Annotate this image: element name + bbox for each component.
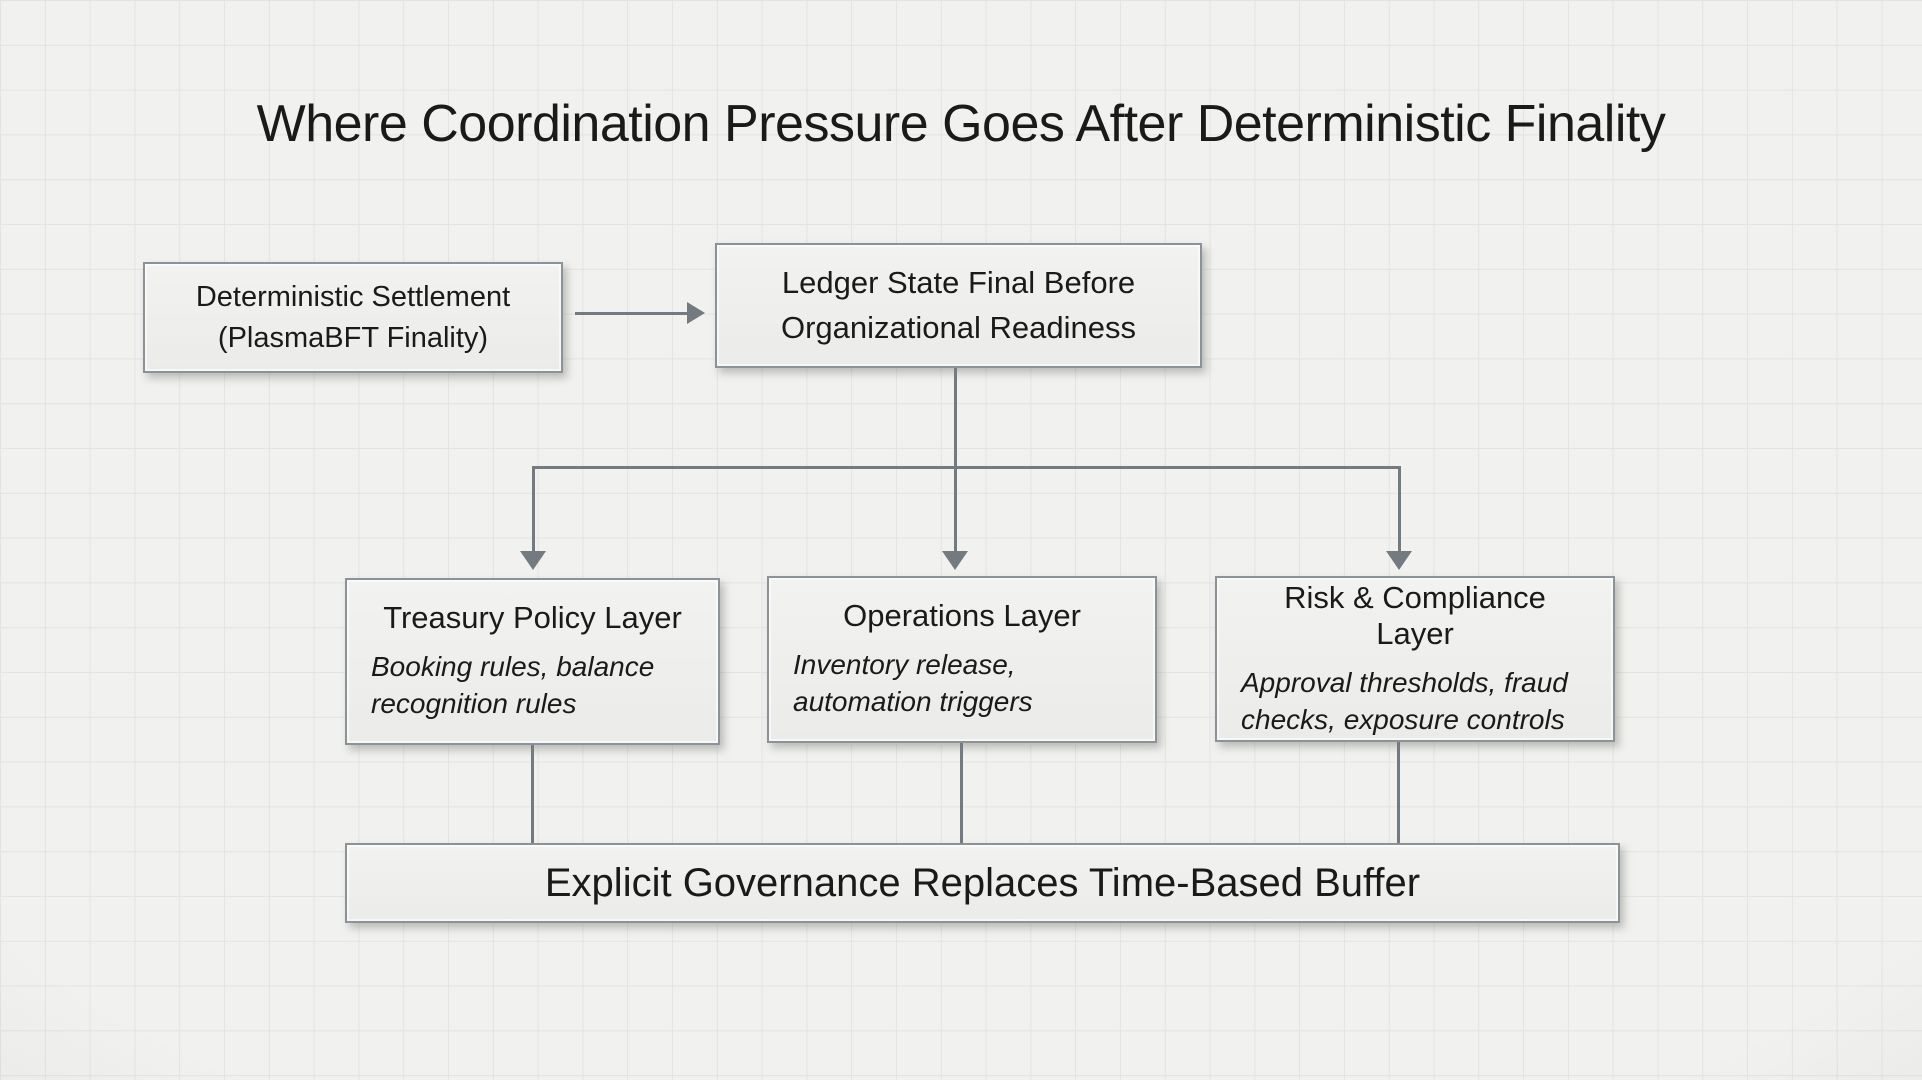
arrowhead-right-icon bbox=[687, 302, 705, 324]
node-ledger-state-final: Ledger State Final Before Organizational… bbox=[715, 243, 1202, 368]
node-risk-compliance-layer-subtitle: Approval thresholds, fraud checks, expos… bbox=[1241, 666, 1568, 735]
node-treasury-policy-layer-subtitle: Booking rules, balance recognition rules bbox=[371, 651, 655, 719]
node-explicit-governance-label: Explicit Governance Replaces Time-Based … bbox=[544, 860, 1421, 905]
node-deterministic-settlement-line1: Deterministic Settlement bbox=[195, 281, 511, 314]
connector-operations-to-outcome bbox=[960, 743, 963, 843]
node-risk-compliance-layer: Risk & Compliance Layer Approval thresho… bbox=[1215, 576, 1615, 742]
node-deterministic-settlement: Deterministic Settlement (PlasmaBFT Fina… bbox=[143, 262, 563, 373]
node-operations-layer-title: Operations Layer bbox=[843, 598, 1081, 634]
node-explicit-governance: Explicit Governance Replaces Time-Based … bbox=[345, 843, 1620, 923]
node-deterministic-settlement-line2: (PlasmaBFT Finality) bbox=[217, 321, 489, 354]
node-risk-compliance-layer-title: Risk & Compliance Layer bbox=[1284, 579, 1546, 651]
connector-branch-horizontal bbox=[532, 466, 1401, 469]
arrowhead-down-risk-icon bbox=[1386, 551, 1412, 570]
arrowhead-down-operations-icon bbox=[942, 551, 968, 570]
connector-branch-left bbox=[532, 466, 535, 551]
node-ledger-state-final-line1: Ledger State Final Before bbox=[781, 265, 1136, 301]
node-treasury-policy-layer-title: Treasury Policy Layer bbox=[383, 600, 682, 636]
connector-risk-to-outcome bbox=[1397, 742, 1400, 843]
node-ledger-state-final-line2: Organizational Readiness bbox=[781, 309, 1136, 345]
connector-source-to-ledger bbox=[575, 312, 687, 315]
node-operations-layer-subtitle: Inventory release, automation triggers bbox=[793, 649, 1033, 717]
connector-ledger-stem bbox=[954, 368, 957, 551]
connector-treasury-to-outcome bbox=[531, 745, 534, 843]
node-operations-layer: Operations Layer Inventory release, auto… bbox=[767, 576, 1157, 743]
connector-branch-right bbox=[1398, 466, 1401, 551]
arrowhead-down-treasury-icon bbox=[520, 551, 546, 570]
node-treasury-policy-layer: Treasury Policy Layer Booking rules, bal… bbox=[345, 578, 720, 745]
diagram-title: Where Coordination Pressure Goes After D… bbox=[256, 95, 1666, 153]
